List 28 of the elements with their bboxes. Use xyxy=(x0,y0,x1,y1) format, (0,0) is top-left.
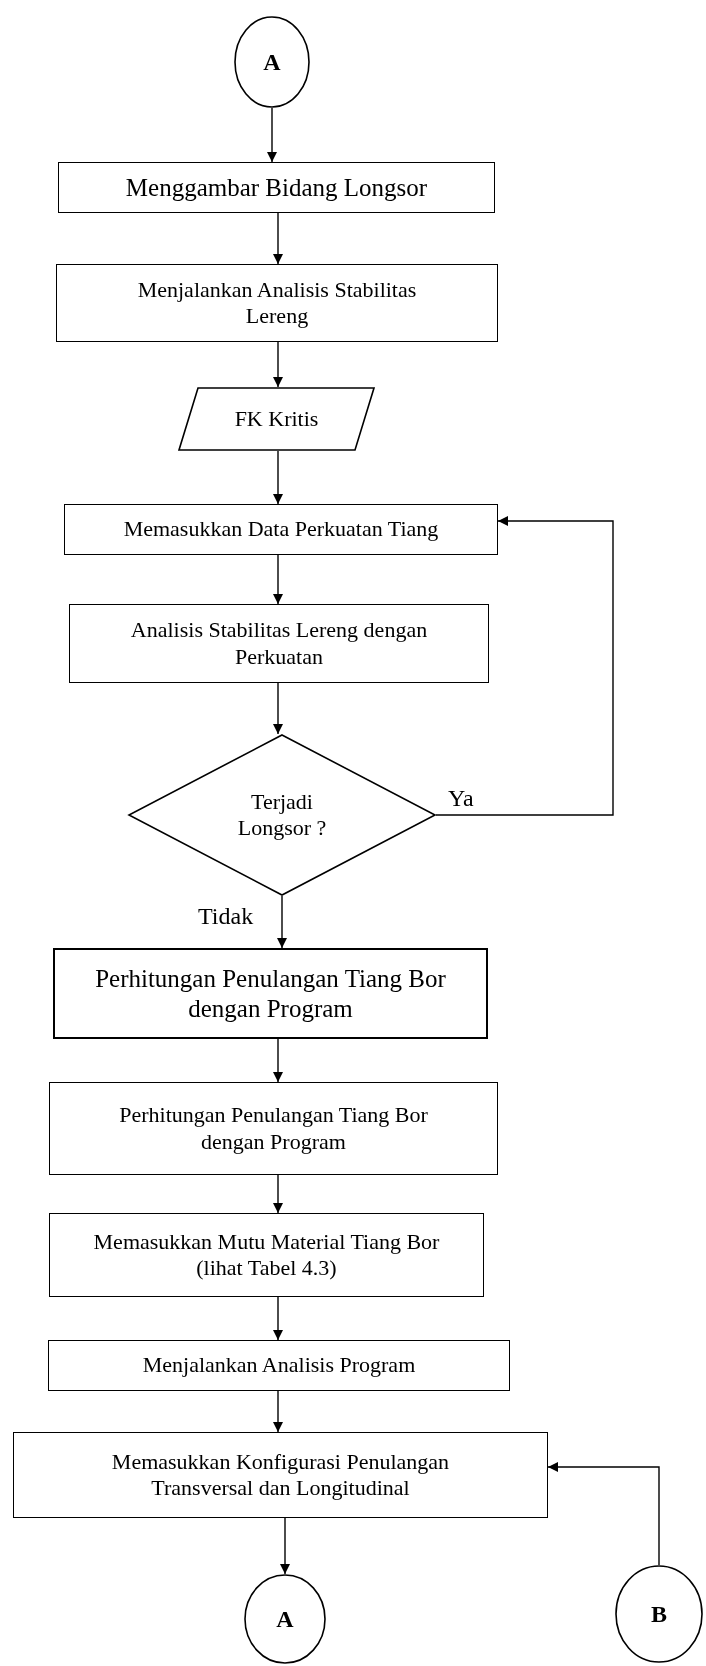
connector-circle: A xyxy=(234,16,310,108)
data-parallelogram: FK Kritis xyxy=(178,387,375,451)
process-box: Memasukkan Mutu Material Tiang Bor (lihat Tabel 4.3) xyxy=(49,1213,484,1297)
process-box: Memasukkan Data Perkuatan Tiang xyxy=(64,504,498,555)
process-box: Menjalankan Analisis Program xyxy=(48,1340,510,1391)
arrow xyxy=(280,1517,290,1575)
arrow xyxy=(273,450,283,505)
process-box: Analisis Stabilitas Lereng dengan Perkuatan xyxy=(69,604,489,683)
process-box: Memasukkan Konfigurasi Penulangan Transversal dan Longitudinal xyxy=(13,1432,548,1518)
arrow xyxy=(273,1038,283,1083)
arrow xyxy=(273,341,283,388)
decision-diamond: Terjadi Longsor ? xyxy=(128,734,436,896)
process-box: Perhitungan Penulangan Tiang Bor dengan Program xyxy=(49,1082,498,1175)
arrow xyxy=(267,107,277,163)
connector-circle: A xyxy=(244,1574,326,1664)
process-box: Menggambar Bidang Longsor xyxy=(58,162,495,213)
process-box: Menjalankan Analisis Stabilitas Lereng xyxy=(56,264,498,342)
arrow xyxy=(273,212,283,265)
arrow xyxy=(273,1390,283,1433)
arrow xyxy=(273,554,283,605)
process-box: Perhitungan Penulangan Tiang Bor dengan Program xyxy=(53,948,488,1039)
connector-circle: B xyxy=(615,1565,703,1663)
arrow xyxy=(273,682,283,735)
arrow xyxy=(547,1462,660,1566)
arrow xyxy=(277,895,287,949)
arrow xyxy=(435,516,614,816)
arrow xyxy=(273,1296,283,1341)
arrow xyxy=(273,1174,283,1214)
